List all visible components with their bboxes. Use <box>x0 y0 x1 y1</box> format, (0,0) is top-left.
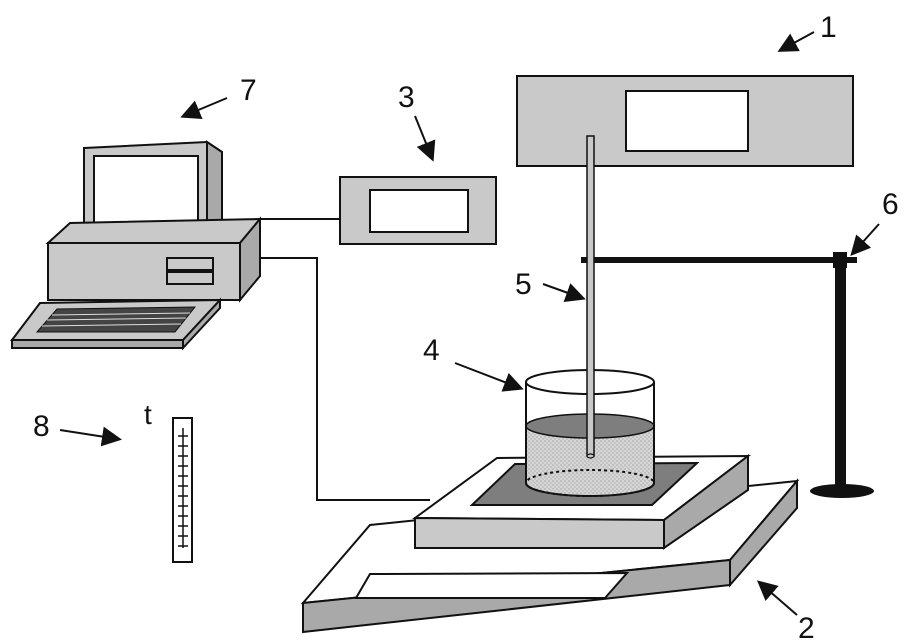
label-5-group: 5 <box>515 268 586 303</box>
label-1-group: 1 <box>777 11 837 52</box>
label-6-group: 6 <box>850 188 899 256</box>
label-2-group: 2 <box>756 580 815 643</box>
label-3: 3 <box>398 81 415 114</box>
beaker-liquid <box>526 426 654 496</box>
label-8-group: 8 t <box>33 399 152 447</box>
computer <box>9 140 263 351</box>
thermometer <box>172 417 193 563</box>
label-3-group: 3 <box>398 81 436 162</box>
computer-system-unit <box>45 216 263 303</box>
label-8: 8 <box>33 410 50 443</box>
cable-computer-to-scale <box>260 257 430 501</box>
label-1: 1 <box>820 11 837 44</box>
stand <box>581 252 874 498</box>
label-5: 5 <box>515 268 532 301</box>
scale <box>300 453 800 634</box>
label-2: 2 <box>798 612 815 643</box>
device-3-display <box>369 189 469 233</box>
label-4-group: 4 <box>423 334 524 392</box>
label-6: 6 <box>882 188 899 221</box>
device-3-box <box>339 176 497 245</box>
label-4: 4 <box>423 334 440 367</box>
computer-keyboard <box>9 297 223 351</box>
scale-display-window <box>354 571 630 599</box>
probe <box>586 135 595 459</box>
device-1-box <box>516 75 854 167</box>
thermometer-symbol: t <box>144 399 152 430</box>
label-7-group: 7 <box>180 74 257 120</box>
device-1-display <box>625 90 749 152</box>
label-7: 7 <box>240 74 257 107</box>
